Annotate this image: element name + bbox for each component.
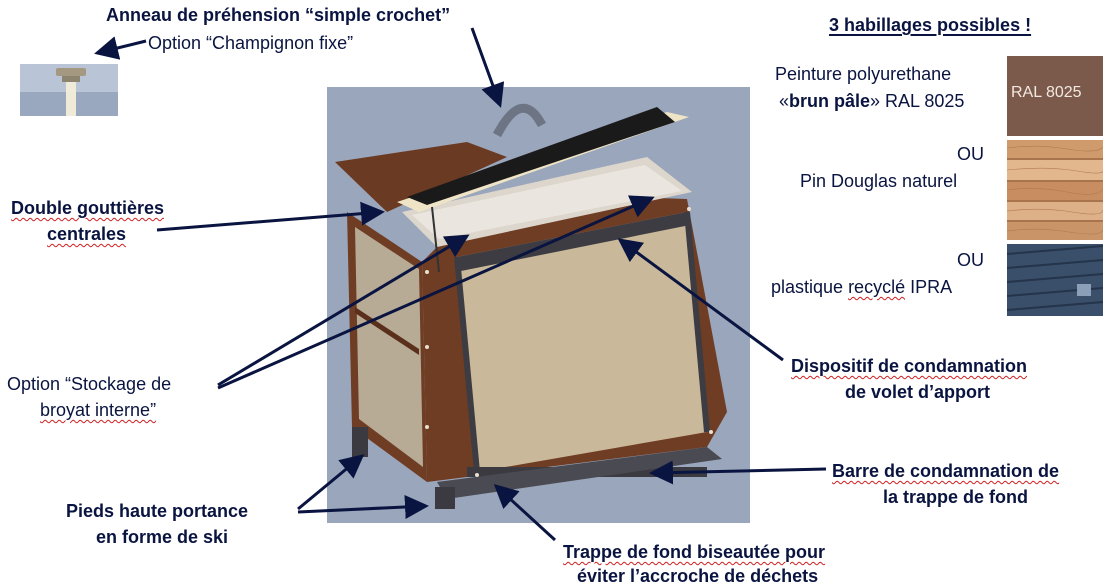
ral-swatch-text: RAL 8025 [1011, 84, 1082, 101]
arrow-to-mushroom-thumb [94, 36, 147, 60]
recycled-plastic-swatch [1007, 244, 1103, 316]
ring-title-label: Anneau de préhension “simple crochet” [106, 5, 451, 25]
hatch-label-line1: Trappe de fond biseautée pour [563, 542, 826, 562]
gutters-label-line1: Double gouttières [11, 198, 165, 218]
paint-label-line1: Peinture polyurethane [775, 64, 952, 84]
paint-label-line2: «brun pâle» RAL 8025 [779, 91, 965, 111]
ral-8025-swatch: RAL 8025 [1007, 56, 1103, 136]
or-label-2: OU [957, 250, 984, 270]
lock-device-label-line2: de volet d’apport [845, 382, 991, 402]
storage-label-line1: Option “Stockage de [7, 374, 172, 394]
feet-label-line2: en forme de ski [96, 527, 229, 547]
ring-option-label: Option “Champignon fixe” [148, 33, 354, 53]
bar-label-line2: la trappe de fond [883, 487, 1029, 507]
storage-label-line2: broyat interne” [40, 400, 157, 420]
bar-label-line1: Barre de condamnation de [832, 461, 1060, 481]
douglas-pine-swatch [1007, 140, 1103, 240]
pine-label: Pin Douglas naturel [800, 171, 958, 191]
gutters-label-line2: centrales [47, 224, 127, 244]
or-label-1: OU [957, 144, 984, 164]
plastic-label: plastique recyclé IPRA [771, 277, 953, 297]
finishes-heading: 3 habillages possibles ! [829, 15, 1032, 35]
feet-label-line1: Pieds haute portance [66, 501, 249, 521]
container-illustration [327, 87, 750, 523]
lock-device-label-line1: Dispositif de condamnation [791, 356, 1028, 376]
hatch-label-line2: éviter l’accroche de déchets [577, 566, 819, 586]
mushroom-option-thumbnail [20, 64, 118, 116]
